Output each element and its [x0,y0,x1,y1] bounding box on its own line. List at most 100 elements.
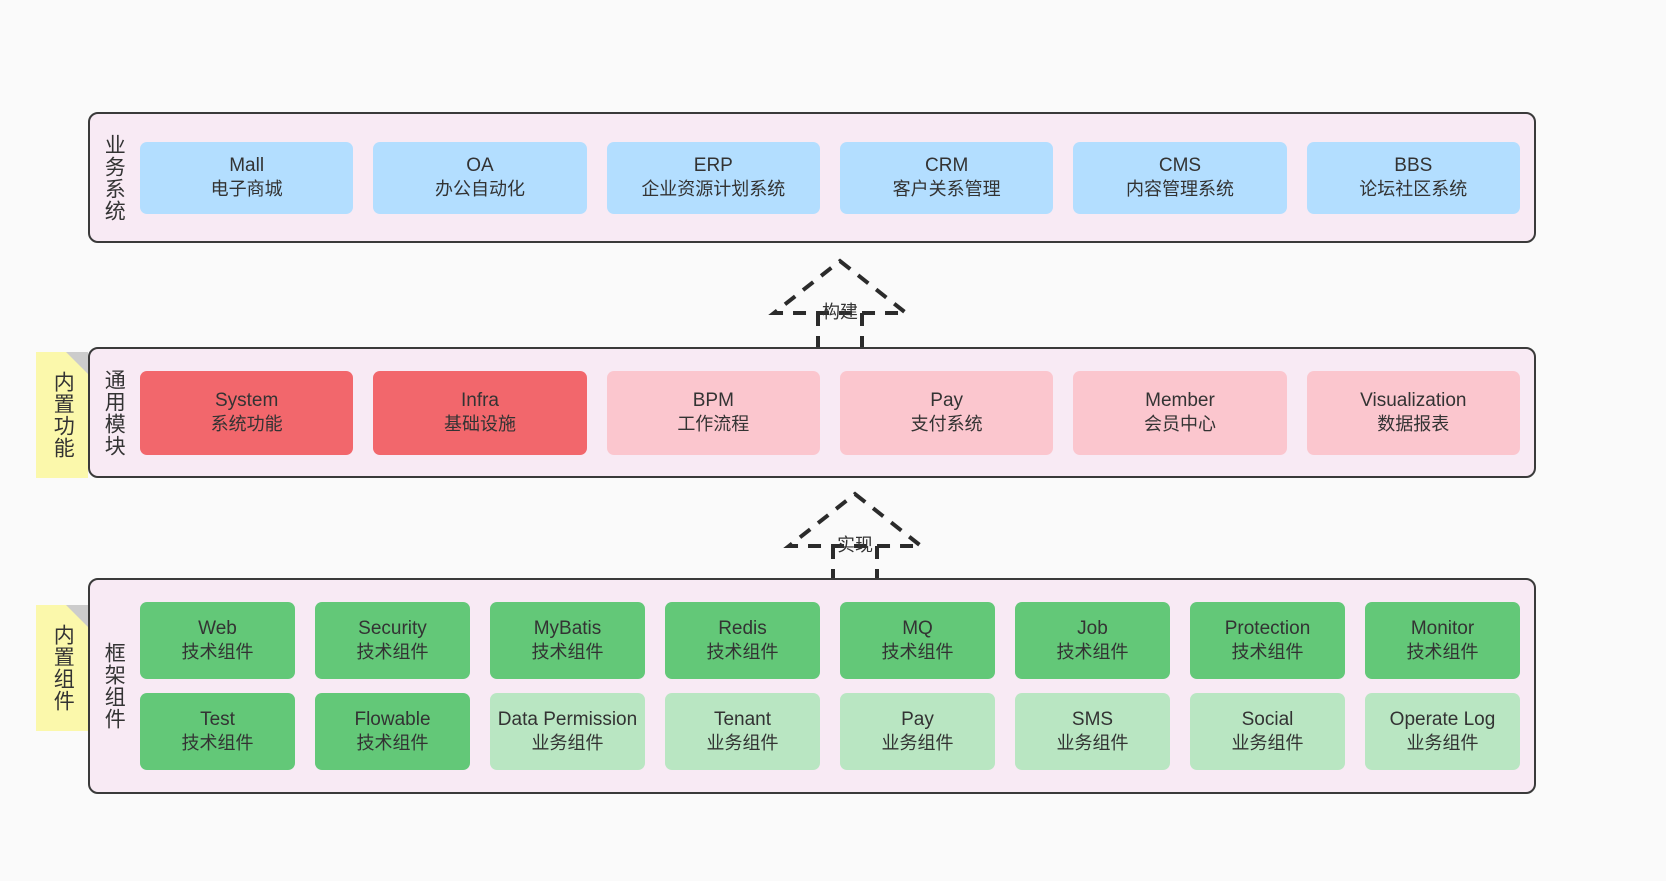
generalization-arrow-build: 构建 [760,255,920,350]
node-title-cn: 业务组件 [1406,733,1479,754]
layer-title-framework: 框架组件 [102,642,126,730]
node-title-cn: 技术组件 [531,642,604,663]
node-title-en: OA [466,155,494,177]
node-title-en: Flowable [354,709,431,731]
node-title-cn: 业务组件 [706,733,779,754]
node-title-cn: 工作流程 [677,414,750,435]
node-mybatis[interactable]: MyBatis 技术组件 [490,602,645,679]
node-title-en: System [214,390,279,412]
node-title-cn: 技术组件 [706,642,779,663]
node-title-cn: 企业资源计划系统 [641,179,786,200]
node-title-en: MyBatis [533,618,602,640]
node-title-cn: 技术组件 [181,733,254,754]
node-data-permission[interactable]: Data Permission 业务组件 [490,693,645,770]
node-monitor[interactable]: Monitor 技术组件 [1365,602,1520,679]
node-title-en: CRM [925,155,969,177]
layer-business-systems: 业务系统 Mall 电子商城 OA 办公自动化 ERP 企业资源计划系统 CRM… [88,112,1536,243]
node-row: Mall 电子商城 OA 办公自动化 ERP 企业资源计划系统 CRM 客户关系… [140,141,1520,214]
node-title-en: CMS [1158,155,1202,177]
node-sms[interactable]: SMS 业务组件 [1015,693,1170,770]
node-title-en: Web [198,618,237,640]
node-social[interactable]: Social 业务组件 [1190,693,1345,770]
node-infra[interactable]: Infra 基础设施 [373,370,587,455]
node-title-en: BBS [1394,155,1433,177]
node-bbs[interactable]: BBS 论坛社区系统 [1306,141,1520,214]
node-crm[interactable]: CRM 客户关系管理 [839,141,1054,214]
node-title-en: Social [1241,709,1294,731]
node-mq[interactable]: MQ 技术组件 [840,602,995,679]
node-title-cn: 技术组件 [1231,642,1304,663]
node-title-en: Tenant [713,709,772,731]
node-row: System 系统功能 Infra 基础设施 BPM 工作流程 Pay 支付系统… [140,370,1520,455]
node-bpm[interactable]: BPM 工作流程 [606,370,820,455]
node-title-en: Monitor [1410,618,1475,640]
node-test[interactable]: Test 技术组件 [140,693,295,770]
node-title-en: Protection [1224,618,1311,640]
node-title-cn: 技术组件 [356,733,429,754]
node-title-cn: 技术组件 [881,642,954,663]
node-title-en: Member [1145,390,1215,412]
node-title-en: Test [200,709,235,731]
arrow-shaft [831,546,879,583]
node-system[interactable]: System 系统功能 [140,370,354,455]
node-redis[interactable]: Redis 技术组件 [665,602,820,679]
node-pay-module[interactable]: Pay 支付系统 [839,370,1054,455]
node-web[interactable]: Web 技术组件 [140,602,295,679]
node-title-cn: 技术组件 [356,642,429,663]
arrow-shaft [816,313,864,350]
layer-body-framework: Web 技术组件 Security 技术组件 MyBatis 技术组件 Redi… [136,580,1534,792]
arrow-head-triangle [783,491,927,548]
sticky-note-label: 内置功能 [51,371,75,459]
node-oa[interactable]: OA 办公自动化 [373,141,587,214]
node-job[interactable]: Job 技术组件 [1015,602,1170,679]
node-title-en: Job [1077,618,1108,640]
arrow-label-build: 构建 [822,302,858,322]
node-title-en: Data Permission [497,709,638,731]
node-title-en: ERP [693,155,733,177]
node-title-en: Visualization [1360,390,1467,412]
node-title-en: Pay [930,390,964,412]
node-title-en: Pay [901,709,934,731]
node-title-en: MQ [902,618,933,640]
node-title-cn: 业务组件 [1056,733,1129,754]
node-title-cn: 基础设施 [443,414,516,435]
node-title-cn: 系统功能 [210,414,283,435]
sticky-note-builtin-features: 内置功能 [36,352,88,478]
node-title-en: Redis [718,618,767,640]
arrow-head-triangle [768,258,912,315]
node-title-en: Mall [229,155,265,177]
node-title-en: Infra [460,390,499,412]
layer-title-modules: 通用模块 [102,368,126,457]
node-mall[interactable]: Mall 电子商城 [140,141,354,214]
node-title-cn: 技术组件 [1056,642,1129,663]
sticky-note-label: 内置组件 [51,624,75,712]
node-title-cn: 数据报表 [1377,414,1450,435]
node-pay-component[interactable]: Pay 业务组件 [840,693,995,770]
node-member[interactable]: Member 会员中心 [1073,370,1287,455]
node-title-en: Operate Log [1389,709,1496,731]
node-title-cn: 办公自动化 [434,179,525,200]
node-title-cn: 论坛社区系统 [1359,179,1468,200]
node-title-cn: 会员中心 [1143,414,1216,435]
node-title-cn: 技术组件 [1406,642,1479,663]
node-title-cn: 电子商城 [210,179,283,200]
node-title-cn: 内容管理系统 [1125,179,1234,200]
node-visualization[interactable]: Visualization 数据报表 [1306,370,1520,455]
node-tenant[interactable]: Tenant 业务组件 [665,693,820,770]
node-title-en: Security [358,618,427,640]
node-operate-log[interactable]: Operate Log 业务组件 [1365,693,1520,770]
node-cms[interactable]: CMS 内容管理系统 [1073,141,1287,214]
node-flowable[interactable]: Flowable 技术组件 [315,693,470,770]
layer-framework-components: 框架组件 Web 技术组件 Security 技术组件 MyBatis 技术组件… [88,578,1536,794]
node-protection[interactable]: Protection 技术组件 [1190,602,1345,679]
node-erp[interactable]: ERP 企业资源计划系统 [606,141,820,214]
node-title-cn: 客户关系管理 [892,179,1001,200]
generalization-arrow-implement: 实现 [775,488,935,583]
layer-body-business: Mall 电子商城 OA 办公自动化 ERP 企业资源计划系统 CRM 客户关系… [136,114,1534,241]
layer-common-modules: 通用模块 System 系统功能 Infra 基础设施 BPM 工作流程 Pay… [88,347,1536,478]
node-title-cn: 业务组件 [881,733,954,754]
layer-body-modules: System 系统功能 Infra 基础设施 BPM 工作流程 Pay 支付系统… [136,349,1534,476]
node-title-cn: 技术组件 [181,642,254,663]
node-security[interactable]: Security 技术组件 [315,602,470,679]
